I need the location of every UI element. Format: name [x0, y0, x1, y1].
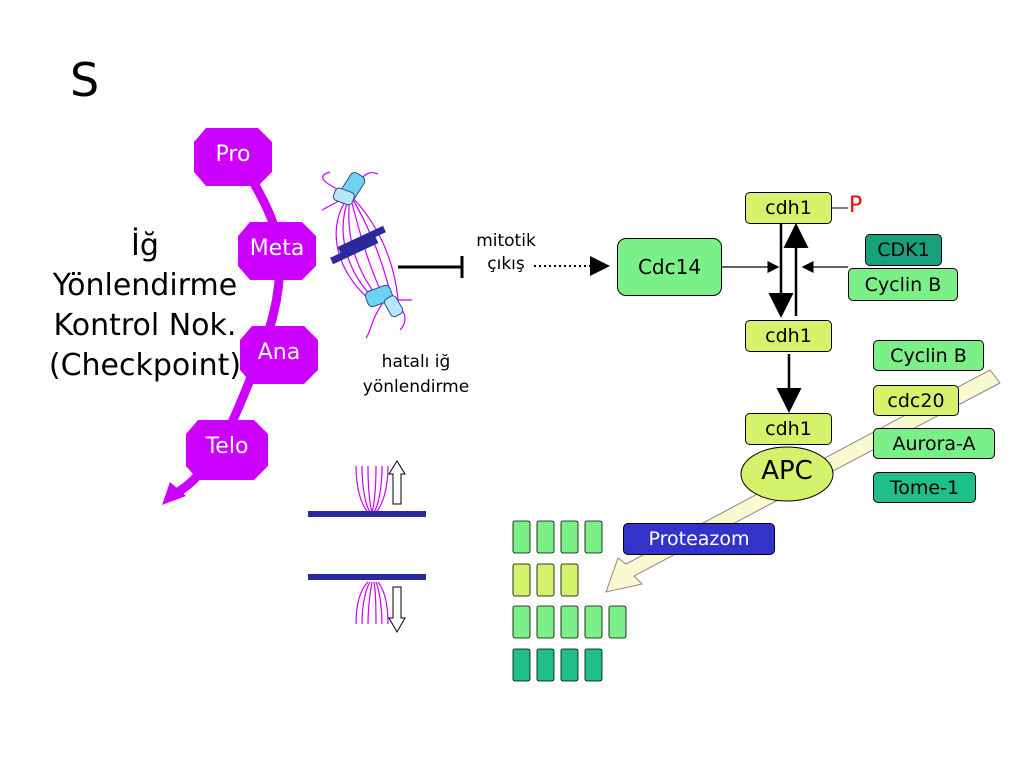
- phase-octagon-meta: [238, 222, 316, 280]
- mitotic-exit-line-1: mitotik: [476, 231, 536, 251]
- centrosome-top-icon: [332, 172, 366, 206]
- phase-label-ana: Ana: [257, 340, 301, 365]
- mitotic-exit-label: mitotik çıkış: [458, 230, 554, 276]
- phase-octagon-telo: [186, 420, 268, 480]
- substrate-cyclin-b: Cyclin B: [873, 340, 984, 371]
- fragment: [560, 648, 579, 682]
- fragment: [512, 520, 531, 554]
- cdc14-box: Cdc14: [617, 238, 722, 296]
- phospho-label: P: [849, 193, 863, 218]
- phase-octagon-pro: [194, 128, 272, 186]
- proteazom-box: Proteazom: [623, 523, 775, 555]
- fragment: [536, 648, 555, 682]
- substrate-tome-1: Tome-1: [873, 472, 976, 503]
- substrate-cdc20: cdc20: [873, 385, 959, 416]
- misalignment-line-1: hatalı iğ: [381, 352, 451, 372]
- fragment: [512, 563, 531, 597]
- fragment: [584, 648, 603, 682]
- phase-label-meta: Meta: [249, 236, 305, 261]
- slide-letter: S: [70, 53, 100, 107]
- cyclin-b-top-box: Cyclin B: [848, 268, 958, 301]
- fragment: [560, 520, 579, 554]
- fragment: [512, 648, 531, 682]
- plate-upper: [308, 511, 426, 517]
- mitotic-exit-line-2: çıkış: [487, 254, 525, 274]
- centrosome-bottom-icon: [364, 284, 404, 318]
- plate-lower: [308, 574, 426, 580]
- misalignment-line-2: yönlendirme: [362, 377, 470, 397]
- fragment: [536, 605, 555, 639]
- aligned-spindle-lower-icon: [355, 581, 389, 625]
- degraded-fragments: [512, 520, 627, 682]
- fragment: [536, 563, 555, 597]
- checkpoint-title-line-3: Kontrol Nok.: [53, 308, 237, 343]
- cdh1-bottom-box: cdh1: [745, 413, 832, 445]
- cdh1-top-box: cdh1: [745, 192, 832, 224]
- fragment: [560, 605, 579, 639]
- substrate-aurora-a: Aurora-A: [873, 428, 995, 459]
- checkpoint-title-line-4: (Checkpoint): [48, 348, 242, 383]
- cdh1-mid-box: cdh1: [745, 320, 832, 352]
- phase-octagon-ana: [240, 326, 318, 384]
- mitosis-arrowhead: [162, 482, 186, 505]
- up-arrow-icon: [388, 460, 406, 505]
- fragment: [584, 605, 603, 639]
- misaligned-chromosomes-icon: [330, 225, 386, 265]
- misalignment-label: hatalı iğ yönlendirme: [340, 350, 492, 400]
- fragment: [536, 520, 555, 554]
- fragment: [560, 563, 579, 597]
- fragment: [512, 605, 531, 639]
- apc-label: APC: [761, 456, 813, 486]
- aligned-spindle-upper-icon: [355, 465, 389, 513]
- cdk1-box: CDK1: [865, 234, 942, 266]
- down-arrow-icon: [388, 586, 406, 634]
- fragment: [584, 520, 603, 554]
- apc-ellipse: [740, 446, 834, 502]
- checkpoint-title: İğ Yönlendirme Kontrol Nok. (Checkpoint): [20, 226, 270, 386]
- phase-label-telo: Telo: [205, 434, 249, 459]
- checkpoint-title-line-2: Yönlendirme: [52, 268, 238, 303]
- phase-label-pro: Pro: [215, 142, 251, 167]
- fragment: [608, 605, 627, 639]
- checkpoint-title-line-1: İğ: [131, 228, 159, 263]
